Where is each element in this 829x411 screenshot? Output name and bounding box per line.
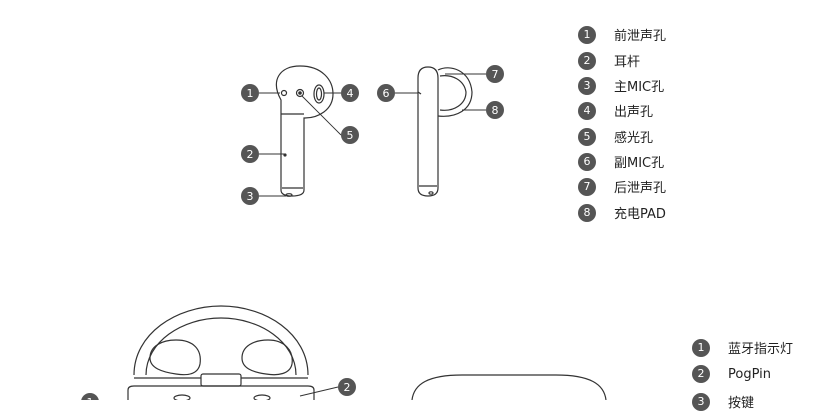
main-mic-hole [285, 193, 293, 197]
svg-text:7: 7 [492, 68, 499, 81]
earbud-side-stem [417, 66, 439, 197]
legend-badge: 5 [578, 127, 596, 146]
charging-case-side-view [411, 374, 607, 400]
case-pogo-pin-right [253, 394, 271, 400]
svg-text:6: 6 [383, 87, 390, 100]
svg-text:8: 8 [492, 104, 499, 117]
legend-item-2: 2 耳杆 [578, 51, 640, 70]
side-callout-badges: 6 7 8 [377, 65, 504, 119]
front-vent-hole [280, 89, 288, 97]
case-earbud-cavity-right [241, 339, 293, 376]
callout-badge-7: 7 [486, 65, 504, 83]
svg-text:2: 2 [247, 148, 254, 161]
case-hinge [200, 373, 242, 387]
case-legend-item-3: 3 按键 [692, 392, 754, 411]
legend-label: 副MIC孔 [614, 156, 665, 171]
legend-badge: 2 [578, 51, 596, 70]
svg-text:1: 1 [247, 87, 254, 100]
legend-item-1: 1 前泄声孔 [578, 25, 666, 44]
legend-badge: 1 [692, 338, 710, 357]
legend-label: 前泄声孔 [614, 29, 667, 44]
legend-item-5: 5 感光孔 [578, 127, 653, 146]
callout-badge-8: 8 [486, 101, 504, 119]
legend-badge: 3 [692, 392, 710, 411]
light-sensor-hole [295, 88, 305, 98]
svg-text:3: 3 [247, 190, 254, 203]
legend-label: 主MIC孔 [614, 80, 665, 95]
earbud-side-head [437, 67, 473, 117]
legend-badge: 1 [578, 25, 596, 44]
front-callout-lines [259, 92, 342, 197]
charging-case-open-view [127, 305, 315, 400]
front-callout-badges: 1 2 3 4 5 [241, 84, 359, 205]
legend-badge: 4 [578, 101, 596, 120]
side-callout-lines [395, 73, 486, 111]
legend-item-7: 7 后泄声孔 [578, 177, 666, 196]
light-sensor-dot [298, 91, 302, 95]
callout-badge-3: 3 [241, 187, 259, 205]
legend-label: 耳杆 [614, 55, 641, 70]
svg-text:4: 4 [347, 87, 354, 100]
earbud-side-view [417, 66, 473, 197]
legend-label: 后泄声孔 [614, 181, 667, 196]
callout-badge-4: 4 [341, 84, 359, 102]
case-pogo-pin-left [173, 394, 191, 400]
legend-item-8: 8 充电PAD [578, 203, 666, 222]
legend-label: PogPin [728, 366, 771, 382]
case-callout-line-2 [299, 386, 339, 397]
legend-label: 感光孔 [614, 131, 654, 146]
case-lid-inner [145, 317, 297, 376]
case-body-top [127, 385, 315, 400]
legend-item-6: 6 副MIC孔 [578, 152, 664, 171]
legend-badge: 6 [578, 152, 596, 171]
earbud-diagram: 1 2 3 4 5 6 7 8 [81, 65, 607, 400]
callout-badge-1: 1 [241, 84, 259, 102]
case-callout-badge-2: 2 [338, 378, 356, 396]
case-callouts: 2 1 [81, 378, 356, 400]
stem-dot [283, 153, 287, 157]
case-legend-item-2: 2 PogPin [692, 365, 771, 383]
earbud-front-view [275, 65, 334, 197]
case-legend-item-1: 1 蓝牙指示灯 [692, 338, 793, 357]
callout-badge-6: 6 [377, 84, 395, 102]
callout-badge-2: 2 [241, 145, 259, 163]
legend-item-4: 4 出声孔 [578, 101, 653, 120]
callout-badge-5: 5 [341, 126, 359, 144]
legend-label: 蓝牙指示灯 [728, 342, 794, 357]
speaker-outlet [313, 84, 325, 104]
charging-pad-mark [428, 191, 434, 195]
speaker-outlet-inner [315, 87, 323, 101]
case-lid-outer [133, 305, 309, 376]
earbud-front-head [275, 65, 334, 197]
case-earbud-cavity-left [149, 339, 201, 376]
legend-item-3: 3 主MIC孔 [578, 76, 664, 95]
case-callout-badge-1: 1 [81, 393, 99, 400]
legend-label: 充电PAD [614, 207, 666, 222]
legend-badge: 2 [692, 365, 710, 383]
legend-badge: 3 [578, 76, 596, 95]
legend-badge: 8 [578, 203, 596, 222]
legend-badge: 7 [578, 177, 596, 196]
svg-text:5: 5 [347, 129, 354, 142]
svg-text:2: 2 [344, 381, 351, 394]
legend-label: 按键 [728, 396, 755, 411]
callout-line-5 [301, 95, 342, 136]
svg-text:1: 1 [87, 396, 94, 400]
earbud-side-head-inner [439, 75, 467, 111]
legend-label: 出声孔 [614, 105, 654, 120]
sub-mic-mark [417, 91, 422, 95]
